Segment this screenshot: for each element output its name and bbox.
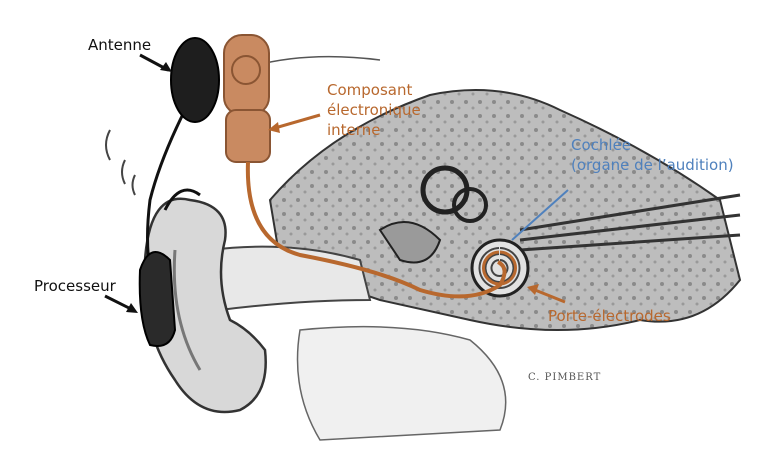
cochlea-label: Cochlée (organe de l’audition) — [571, 135, 734, 175]
pinna-fold — [172, 249, 202, 371]
electrode-lead — [245, 161, 507, 299]
antenna-cable — [146, 109, 187, 271]
electrode-coil — [482, 250, 517, 286]
cochlea-line-2: (organe de l’audition) — [571, 156, 734, 174]
auditory-nerve — [519, 193, 741, 252]
lower-jaw — [296, 325, 507, 441]
electrode-array-arrow-icon — [534, 288, 566, 304]
cochlea — [470, 238, 530, 298]
processor-label: Processeur — [34, 277, 116, 295]
temporal-bone — [268, 89, 742, 331]
ear-canal — [208, 245, 372, 312]
internal-component-arrow-icon — [274, 113, 321, 130]
cochlea-pointer-line — [511, 189, 569, 241]
internal-component-line-3: interne — [327, 121, 381, 139]
label-arrows — [104, 53, 569, 313]
processor-hook — [163, 188, 201, 211]
antenna-device — [170, 37, 220, 123]
cochlea-line-1: Cochlée — [571, 136, 632, 154]
antenna-label: Antenne — [88, 36, 152, 54]
electrode-array-label: Porte-électrodes — [548, 307, 671, 325]
internal-component-label: Composant électronique interne — [327, 80, 421, 140]
internal-component-line-2: électronique — [327, 101, 421, 119]
sound-waves-icon — [105, 129, 136, 196]
middle-ear-ossicles — [378, 221, 442, 264]
internal-implant — [223, 34, 517, 299]
processor-device — [138, 251, 177, 347]
internal-component-line-1: Composant — [327, 81, 413, 99]
processor-arrow-icon — [104, 294, 134, 312]
artist-signature: C. PIMBERT — [528, 372, 602, 383]
semicircular-canal — [452, 187, 488, 223]
